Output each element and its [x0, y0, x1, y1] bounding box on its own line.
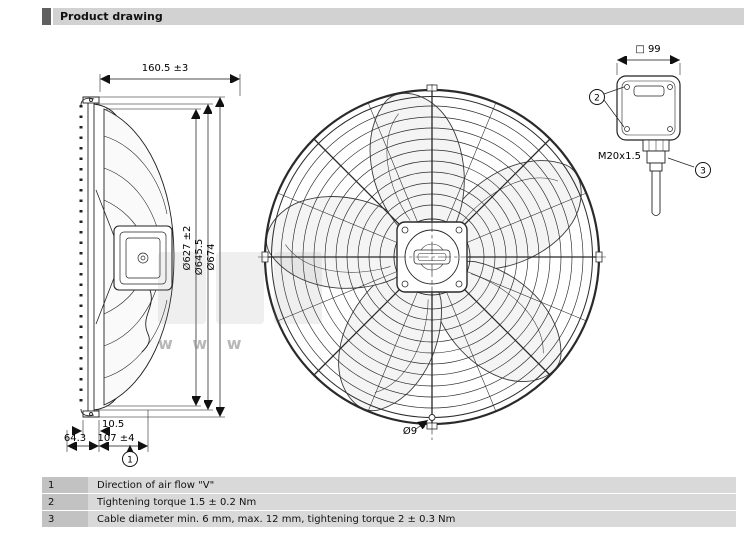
dim-hole-diameter: Ø9: [403, 425, 417, 437]
legend-row-number: 1: [42, 477, 88, 493]
dim-guard-depth: 64.3: [64, 433, 86, 444]
legend-table: 1 Direction of air flow "V" 2 Tightening…: [42, 477, 736, 528]
legend-row-number: 2: [42, 494, 88, 510]
cable-gland: [642, 139, 670, 216]
legend-row-1: 1 Direction of air flow "V": [42, 477, 736, 493]
callout-airflow: 1: [122, 451, 138, 467]
dim-motor-depth: 107 ±4: [97, 433, 134, 444]
terminal-box-dimension: [616, 60, 681, 75]
header-accent-square: [42, 8, 51, 25]
dim-box-size: □ 99: [635, 44, 660, 55]
dim-plate-depth: 10.5: [102, 419, 124, 430]
motor-side: [95, 189, 173, 353]
box-brand-plate: [633, 85, 665, 97]
mounting-hole: [428, 414, 436, 421]
callout-airflow-number: 1: [127, 456, 133, 466]
callout-screws: 2: [589, 86, 625, 128]
terminal-box: [616, 75, 681, 141]
legend-row-number: 3: [42, 511, 88, 527]
callout-gland: 3: [667, 157, 711, 178]
center-lines: [258, 84, 606, 440]
legend-row-text: Cable diameter min. 6 mm, max. 12 mm, ti…: [88, 511, 736, 527]
section-header: Product drawing: [42, 8, 744, 25]
terminal-box-view: 2 3: [589, 60, 711, 216]
dim-gland-thread: M20x1.5: [598, 151, 641, 162]
front-view: [258, 84, 606, 440]
legend-row-2: 2 Tightening torque 1.5 ± 0.2 Nm: [42, 494, 736, 510]
wall-plate: [82, 96, 100, 418]
page-title: Product drawing: [53, 8, 744, 25]
guard-wires-icon: [79, 97, 95, 417]
callout-screws-number: 2: [594, 94, 600, 104]
legend-row-text: Tightening torque 1.5 ± 0.2 Nm: [88, 494, 736, 510]
dim-plate-diameter: Ø674: [205, 244, 217, 271]
dim-inlet-diameter: Ø645.5: [193, 239, 205, 276]
motor-cable: [141, 289, 152, 353]
callout-gland-number: 3: [700, 167, 706, 177]
dim-depth: 160.5 ±3: [142, 63, 189, 74]
legend-row-3: 3 Cable diameter min. 6 mm, max. 12 mm, …: [42, 511, 736, 527]
dim-impeller-diameter: Ø627 ±2: [181, 226, 193, 271]
legend-row-text: Direction of air flow "V": [88, 477, 736, 493]
product-drawing: 160.5 ±3 Ø627 ±2 Ø645.5 Ø674 10.5 64.3 1…: [64, 44, 711, 467]
side-view: [79, 96, 175, 418]
side-view-dimensions: [66, 74, 241, 452]
